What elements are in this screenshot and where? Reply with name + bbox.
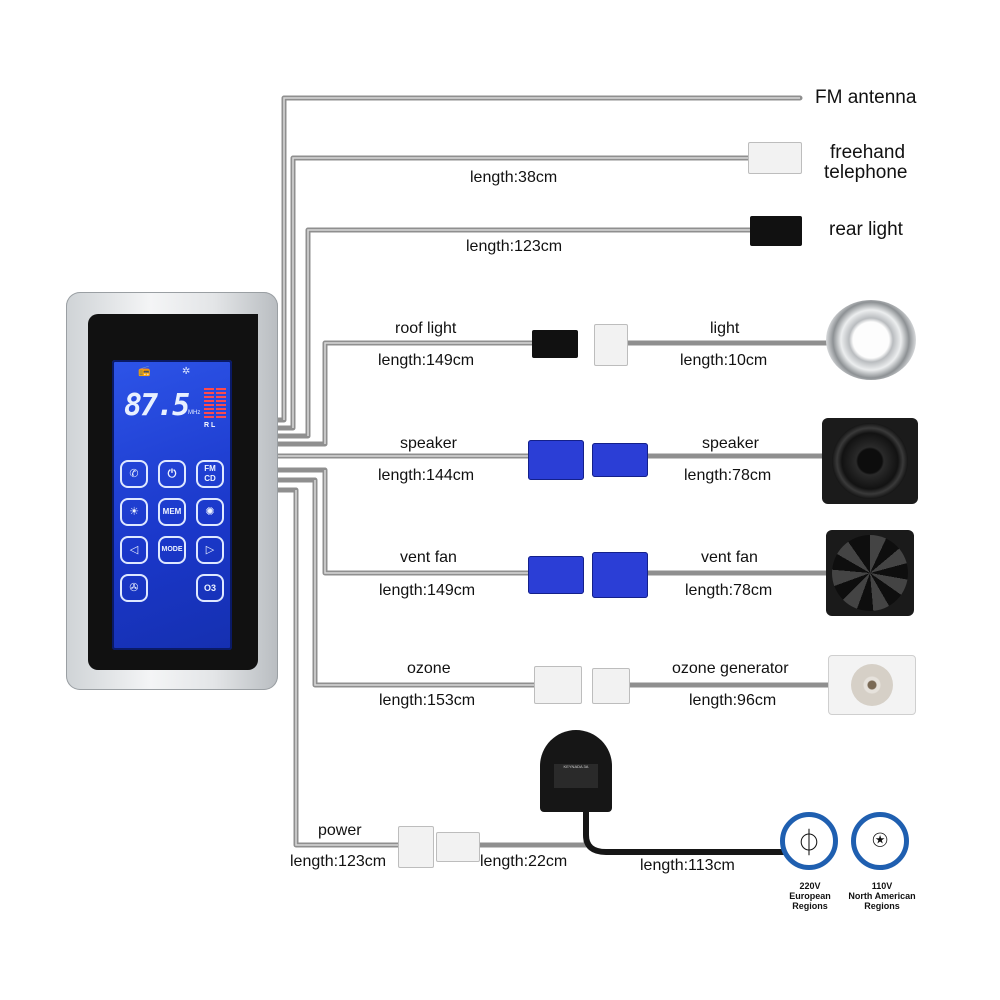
power-length-1: length:123cm <box>290 853 387 870</box>
eu-region-label: 220V European Regions <box>776 881 844 911</box>
transformer-image: KEYNADA 3A <box>540 730 612 812</box>
fan-button[interactable]: ✇ <box>120 574 148 602</box>
vent-fan-connector-male <box>528 556 584 594</box>
light-icon: ☀ <box>129 506 139 518</box>
speaker-connector-male <box>528 440 584 480</box>
meter-labels: R L <box>204 422 216 429</box>
ozone-generator-length: length:96cm <box>689 692 777 709</box>
vent-fan-right-length: length:78cm <box>685 582 773 599</box>
power-label: power <box>318 822 362 839</box>
vent-fan-right-label: vent fan <box>701 549 758 566</box>
fan-icon: ✇ <box>129 582 139 594</box>
speaker-left-label: speaker <box>400 435 457 452</box>
power-length-3: length:113cm <box>640 857 735 874</box>
eu-plug-icon: ⏀ <box>780 812 838 870</box>
frequency-display: 87.5 <box>124 388 190 423</box>
na-region-line1: North American <box>848 891 916 901</box>
prev-button[interactable]: ◁ <box>120 536 148 564</box>
wire-power-mains <box>583 805 793 855</box>
eu-voltage: 220V <box>799 881 821 891</box>
roof-light-connector-male <box>532 330 578 358</box>
speaker-right-label: speaker <box>702 435 759 452</box>
fm-antenna-label: FM antenna <box>815 87 917 108</box>
power-connector-female <box>436 832 480 862</box>
power-connector-male <box>398 826 434 868</box>
wire-freehand-telephone <box>275 155 758 431</box>
radio-icon: 📻 <box>138 366 151 377</box>
light-button[interactable]: ☀ <box>120 498 148 526</box>
roof-light-label: roof light <box>395 320 457 337</box>
vent-fan-image <box>826 530 914 616</box>
wire-power-mid <box>475 805 589 848</box>
eu-region-line1: European <box>789 891 831 901</box>
freehand-label-line2: telephone <box>824 162 908 183</box>
na-region-label: 110V North American Regions <box>842 881 922 911</box>
rear-light-connector <box>750 216 802 246</box>
wire-fm-antenna <box>275 95 803 423</box>
vent-fan-left-length: length:149cm <box>379 582 476 599</box>
ozone-length: length:153cm <box>379 692 476 709</box>
phone-icon: ✆ <box>129 468 139 480</box>
ozone-label: ozone <box>407 660 451 677</box>
lamp-icon: ✺ <box>205 506 215 518</box>
lcd-screen: 📻 ✲ 87.5 MHz R L ✆ ⏻ FM CD ☀ MEM ✺ ◁ MOD… <box>112 360 232 650</box>
left-triangle-icon: ◁ <box>129 544 139 556</box>
ozone-generator-image <box>828 655 916 715</box>
phone-button[interactable]: ✆ <box>120 460 148 488</box>
power-icon: ⏻ <box>167 468 177 480</box>
level-meter-left <box>216 388 226 420</box>
roof-light-connector-female <box>594 324 628 366</box>
vent-fan-left-label: vent fan <box>400 549 457 566</box>
eu-region-line2: Regions <box>792 901 828 911</box>
speaker-left-length: length:144cm <box>378 467 475 484</box>
round-light-image <box>826 300 916 380</box>
us-plug-icon: ⍟ <box>851 812 909 870</box>
wire-rear-light <box>275 227 758 439</box>
rear-light-length: length:123cm <box>466 238 563 255</box>
speaker-image <box>822 418 918 504</box>
roof-light-length: length:149cm <box>378 352 475 369</box>
telephone-connector <box>748 142 802 174</box>
na-voltage: 110V <box>871 881 893 891</box>
fm-cd-button[interactable]: FM CD <box>196 460 224 488</box>
frequency-unit: MHz <box>188 410 201 416</box>
ozone-button[interactable]: O3 <box>196 574 224 602</box>
control-panel: 📻 ✲ 87.5 MHz R L ✆ ⏻ FM CD ☀ MEM ✺ ◁ MOD… <box>66 292 278 690</box>
panel-bezel: 📻 ✲ 87.5 MHz R L ✆ ⏻ FM CD ☀ MEM ✺ ◁ MOD… <box>88 314 258 670</box>
lamp-button[interactable]: ✺ <box>196 498 224 526</box>
light-label: light <box>710 320 740 337</box>
mem-button[interactable]: MEM <box>158 498 186 526</box>
freehand-label-line1: freehand <box>830 142 906 163</box>
transformer-label: KEYNADA 3A <box>554 764 598 788</box>
light-length: length:10cm <box>680 352 768 369</box>
telephone-length: length:38cm <box>470 169 558 186</box>
ozone-generator-label: ozone generator <box>672 660 789 677</box>
rear-light-label: rear light <box>829 219 903 240</box>
right-triangle-icon: ▷ <box>205 544 215 556</box>
mode-button[interactable]: MODE <box>158 536 186 564</box>
bluetooth-icon: ✲ <box>182 366 191 377</box>
na-region-line2: Regions <box>864 901 900 911</box>
speaker-connector-female <box>592 443 648 477</box>
ozone-connector-female <box>592 668 630 704</box>
next-button[interactable]: ▷ <box>196 536 224 564</box>
vent-fan-connector-female <box>592 552 648 598</box>
power-length-2: length:22cm <box>480 853 568 870</box>
power-button[interactable]: ⏻ <box>158 460 186 488</box>
ozone-connector-male <box>534 666 582 704</box>
speaker-right-length: length:78cm <box>684 467 772 484</box>
level-meter-right <box>204 388 214 420</box>
